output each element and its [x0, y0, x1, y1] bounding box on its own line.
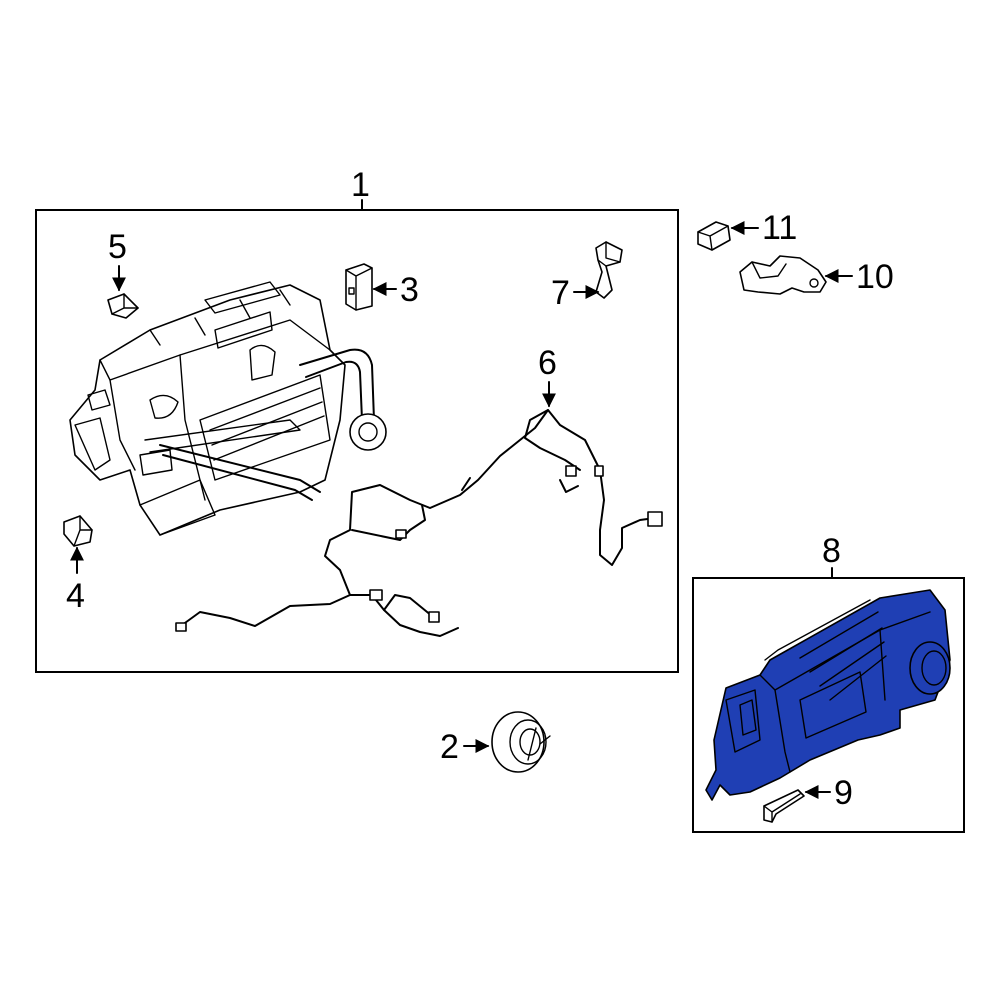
callout-8[interactable]: 8	[822, 532, 841, 570]
heater-pipes[interactable]	[159, 348, 387, 501]
wiring-harness-part-6[interactable]	[175, 409, 663, 637]
clip-part-9[interactable]	[763, 789, 805, 823]
bracket-part-7[interactable]	[595, 241, 623, 299]
callout-10[interactable]: 10	[856, 258, 894, 296]
hvac-case-part-8[interactable]	[705, 589, 951, 801]
cap-part-11[interactable]	[697, 221, 731, 251]
callout-4[interactable]: 4	[66, 577, 85, 615]
clip-part-4[interactable]	[63, 515, 93, 547]
assembly-box-1	[35, 209, 679, 673]
assembly-box-8	[692, 577, 965, 833]
callout-2[interactable]: 2	[440, 728, 459, 766]
callout-3[interactable]: 3	[400, 271, 419, 309]
bracket-part-10[interactable]	[739, 255, 827, 295]
grommet-part-2[interactable]	[491, 711, 551, 773]
callout-6[interactable]: 6	[538, 344, 557, 382]
callout-1[interactable]: 1	[351, 166, 370, 204]
callout-11[interactable]: 11	[762, 209, 797, 247]
hvac-case[interactable]	[69, 281, 346, 536]
callout-9[interactable]: 9	[834, 774, 853, 812]
clip-part-5[interactable]	[107, 293, 139, 319]
connector-part-3[interactable]	[345, 263, 373, 311]
callout-5[interactable]: 5	[108, 228, 127, 266]
callout-7[interactable]: 7	[551, 274, 570, 312]
